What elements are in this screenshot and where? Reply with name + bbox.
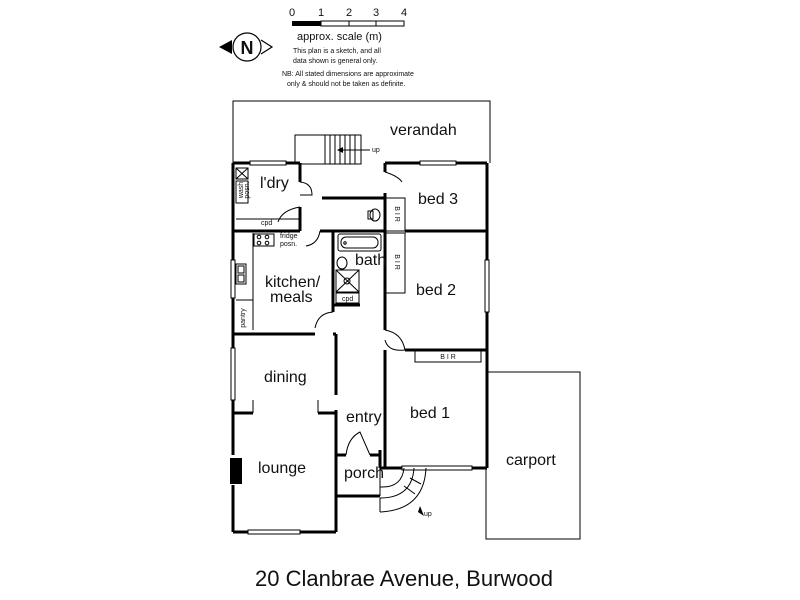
window-dining-left (230, 347, 236, 401)
scale-tick-3: 3 (373, 7, 379, 19)
pantry-label: pantry (240, 308, 247, 328)
room-bed3: bed 3 (418, 191, 458, 208)
scale-bar: 0 1 2 3 4 approx. scale (m) (289, 7, 407, 43)
room-verandah: verandah (390, 122, 457, 139)
bir-bed1-label: B I R (440, 354, 456, 361)
room-porch: porch (344, 465, 384, 482)
built-in-robes: B I R B I R B I R (384, 197, 482, 363)
doors (252, 171, 406, 496)
room-bed2: bed 2 (416, 282, 456, 299)
entry-steps: up (379, 467, 432, 518)
fireplace (230, 458, 242, 484)
verandah-steps: up (294, 134, 380, 165)
verandah-up-label: up (372, 147, 380, 154)
note-line-1: This plan is a sketch, and all (293, 48, 381, 55)
fridge-position-label-2: posn. (280, 241, 297, 248)
bathroom-cpd-label: cpd (342, 296, 353, 303)
compass-letter: N (241, 38, 254, 58)
wash-position-label: wash (238, 182, 245, 199)
kitchen-fixtures: fridge posn. pantry (235, 233, 298, 330)
scale-tick-1: 1 (318, 7, 324, 19)
verandah-outline (232, 100, 491, 163)
room-bed1: bed 1 (410, 405, 450, 422)
laundry-cpd-label: cpd (261, 220, 272, 227)
bir-bed2-label: B I R (393, 254, 400, 270)
room-lounge: lounge (258, 460, 306, 477)
window-bed1-bottom (401, 465, 473, 471)
room-entry: entry (346, 409, 382, 426)
laundry-fixtures: wash posn. cpd (235, 167, 300, 227)
entry-up-label: up (424, 511, 432, 518)
bir-bed3-label: B I R (393, 206, 400, 222)
room-bath: bath (355, 252, 386, 269)
window-kitchen-left (230, 259, 236, 299)
room-labels: verandah l'dry bed 3 bath bed 2 kitchen/… (258, 122, 556, 482)
window-bed3-top (419, 160, 457, 166)
carport-outline (485, 371, 581, 540)
scale-label: approx. scale (m) (297, 31, 382, 43)
property-address: 20 Clanbrae Avenue, Burwood (255, 566, 553, 591)
windows (230, 160, 490, 535)
scale-tick-4: 4 (401, 7, 407, 19)
wash-position-label-2: posn. (244, 181, 251, 198)
room-dining: dining (264, 369, 307, 386)
scale-bar-segment-1 (320, 20, 405, 27)
scale-tick-2: 2 (346, 7, 352, 19)
room-kitchen-line2: meals (270, 289, 313, 306)
note-line-2: data shown is general only. (293, 58, 377, 65)
bathroom-fixtures: cpd (335, 208, 382, 304)
scale-bar-segment-0 (292, 21, 321, 26)
window-laundry (249, 160, 287, 166)
room-laundry: l'dry (260, 175, 289, 192)
window-bed2-right (484, 259, 490, 313)
disclaimer-notes: This plan is a sketch, and all data show… (282, 48, 414, 88)
room-kitchen-line1: kitchen/ (265, 274, 321, 291)
fridge-position-label-1: fridge (280, 233, 298, 240)
north-compass-icon: N (219, 32, 274, 62)
note-line-3: NB: All stated dimensions are approximat… (282, 71, 414, 78)
window-lounge-bottom (247, 529, 301, 535)
scale-tick-0: 0 (289, 7, 295, 19)
note-line-4: only & should not be taken as definite. (287, 81, 405, 88)
room-carport: carport (506, 452, 556, 469)
